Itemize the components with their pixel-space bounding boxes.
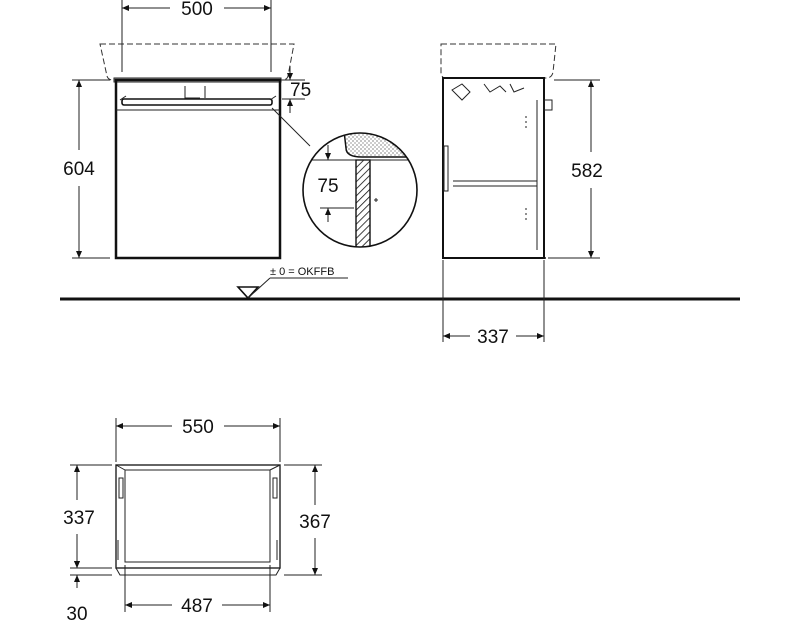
dimension-337-side-label: 337	[477, 327, 509, 348]
plan-outer	[115, 464, 281, 569]
dimension-604-label: 604	[63, 159, 95, 180]
front-cabinet-body	[114, 78, 282, 260]
front-handle	[121, 98, 273, 106]
side-basin-outline	[440, 43, 557, 79]
dimension-604	[72, 79, 110, 259]
dimension-75-front	[282, 66, 305, 113]
side-view	[440, 43, 557, 259]
floor-reference-symbol	[236, 277, 348, 300]
detail-leader	[271, 107, 311, 147]
dimension-500	[121, 0, 272, 72]
front-view	[99, 43, 295, 260]
dimension-30	[70, 558, 112, 588]
dimension-582	[548, 79, 600, 259]
side-cabinet-body	[442, 77, 545, 259]
dimension-75-detail	[320, 145, 354, 222]
detail-view	[302, 132, 418, 248]
plan-inner	[124, 469, 271, 563]
dimension-337-plan-label: 337	[63, 508, 95, 529]
dimension-367-plan-label: 367	[299, 512, 331, 533]
dimension-75-front-label: 75	[290, 80, 311, 101]
dimension-75-detail-label: 75	[317, 176, 338, 197]
detail-circle	[302, 132, 418, 248]
dimension-550-label: 550	[182, 417, 214, 438]
dimension-487	[124, 565, 271, 612]
dimension-337-side	[442, 260, 545, 342]
dimension-550	[115, 418, 281, 462]
floor-reference-label: ± 0 = OKFFB	[270, 266, 334, 278]
dimension-30-label: 30	[66, 604, 87, 625]
plan-view	[115, 464, 281, 576]
dimension-487-label: 487	[181, 596, 213, 617]
front-basin-outline	[99, 43, 295, 81]
dimension-582-label: 582	[571, 161, 603, 182]
dimension-500-label: 500	[181, 0, 213, 20]
dimension-367-plan	[284, 464, 322, 576]
